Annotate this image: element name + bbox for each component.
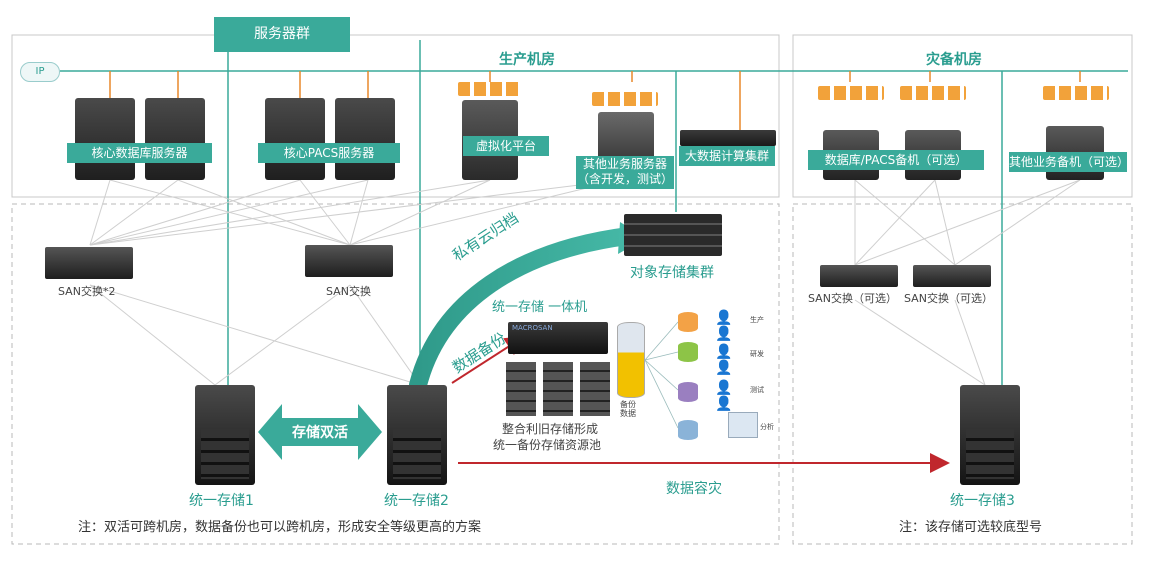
object-storage-icon [624,214,722,256]
unified-integrated-label: 统一存储 一体机 [492,300,588,315]
dr-other-server-label: 其他业务备机（可选） [1009,152,1129,172]
ip-label: IP [35,66,45,77]
storage-tower-drive-bays [201,429,249,479]
other-server-label-line1: 其他业务服务器 [582,157,667,171]
appliance-brand: MACROSAN [512,324,553,332]
db-cylinder-icon [678,420,698,440]
backup-data-cylinder-icon [617,322,645,398]
san-switch-icon [820,265,898,287]
unified-storage-3-label: 统一存储3 [950,493,1015,509]
backup-data-label: 备份 数据 [620,400,636,418]
analytics-board-icon [728,412,758,438]
san-switch-optional-label: SAN交换（可选） [808,292,897,305]
object-storage-label: 对象存储集群 [630,265,714,281]
active-active-label: 存储双活 [292,425,348,441]
backup-data-label-line1: 备份 [620,400,636,409]
vm-cubes-icon [592,92,658,106]
backup-appliance-icon [508,322,608,354]
bigdata-appliance-icon [680,130,776,146]
legacy-storage-icon [506,362,536,416]
bigdata-cluster-label: 大数据计算集群 [679,146,775,166]
ip-cloud-icon: IP [20,62,60,82]
san-switch-icon [45,247,133,279]
users-icon: 👤👤 [715,310,733,342]
san-switch-icon [305,245,393,277]
server-rack-icon [145,98,205,180]
server-rack-icon [75,98,135,180]
production-room-title: 生产机房 [499,52,555,68]
other-server-label-line2: （含开发，测试） [576,172,673,186]
server-rack-icon [265,98,325,180]
tier-label: 测试 [750,386,764,394]
san-switch-icon [913,265,991,287]
tier-label: 分析 [760,423,774,431]
unified-storage-2-label: 统一存储2 [384,493,449,509]
server-rack-icon [335,98,395,180]
legacy-storage-icon [543,362,573,416]
left-footnote: 注：双活可跨机房，数据备份也可以跨机房，形成安全等级更高的方案 [78,520,482,535]
backup-data-label-line2: 数据 [620,409,636,418]
vm-cubes-icon [818,86,884,100]
core-pacs-server-label: 核心PACS服务器 [258,143,400,163]
storage-tower-drive-bays [393,429,441,479]
san-switch-label: SAN交换*2 [58,285,116,298]
tier-label: 研发 [750,350,764,358]
unified-storage-tower-icon [387,385,447,485]
resource-pool-line1: 整合利旧存储形成 [502,422,599,436]
virtualization-label: 虚拟化平台 [463,136,549,156]
unified-storage-tower-icon [195,385,255,485]
core-db-server-label: 核心数据库服务器 [67,143,212,163]
dr-room-title: 灾备机房 [926,52,982,68]
san-switch-label: SAN交换 [326,285,371,298]
db-cylinder-icon [678,342,698,362]
db-cylinder-icon [678,382,698,402]
unified-storage-1-label: 统一存储1 [189,493,254,509]
users-icon: 👤👤 [715,344,733,376]
users-icon: 👤👤 [715,380,733,412]
server-cluster-title: 服务器群 [214,17,350,52]
other-server-label: 其他业务服务器 （含开发，测试） [576,156,674,189]
vm-cubes-icon [900,86,966,100]
vm-cubes-icon [1043,86,1109,100]
disaster-recovery-label: 数据容灾 [666,481,722,497]
resource-pool-line2: 统一备份存储资源池 [493,438,602,452]
unified-storage-tower-icon [960,385,1020,485]
right-footnote: 注：该存储可选较底型号 [899,520,1043,535]
storage-tower-drive-bays [966,429,1014,479]
db-cylinder-icon [678,312,698,332]
legacy-storage-icon [580,362,610,416]
vm-cubes-icon [458,82,522,96]
san-switch-optional-label: SAN交换（可选） [904,292,993,305]
tier-label: 生产 [750,316,764,324]
dr-db-server-label: 数据库/PACS备机（可选） [808,150,984,170]
